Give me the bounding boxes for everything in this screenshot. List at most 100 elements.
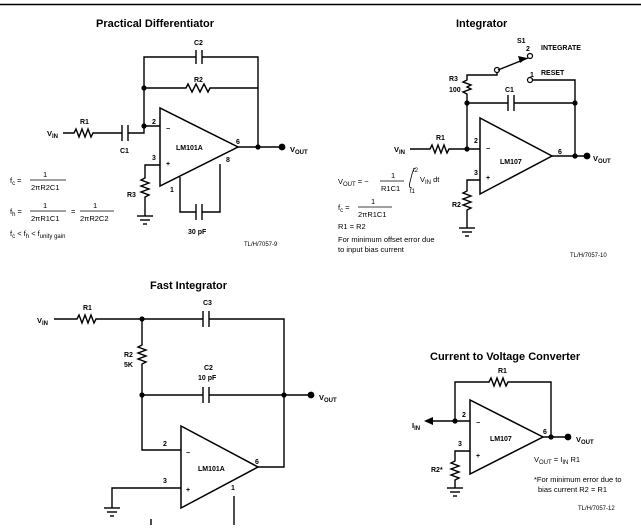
int-eq-vout: VOUT = −	[338, 177, 369, 188]
diff-c2-label: C2	[194, 40, 203, 47]
fast-c2-label: C2	[204, 365, 213, 372]
integrator-title: Integrator	[456, 18, 508, 30]
int-note2: to input bias current	[338, 245, 405, 254]
int-eq-lower: t1	[410, 189, 416, 195]
int-vout-label: VOUT	[593, 154, 611, 165]
int-eq-body: VIN dt	[420, 175, 440, 186]
differentiator-circuit: Practical Differentiator C2 R2 VIN R1 C1…	[10, 18, 308, 248]
iv-eq: VOUT = IIN R1	[534, 455, 580, 466]
diff-eq-fh-num1: 1	[43, 201, 47, 210]
int-ref: TL/H/7057-10	[570, 253, 607, 259]
int-ground	[459, 227, 475, 237]
integrator-circuit: Integrator S1 2 INTEGRATE 1 RESET R3 100…	[338, 18, 611, 259]
diff-output-terminal	[278, 143, 286, 151]
diff-vout-label: VOUT	[290, 145, 308, 156]
diff-r2-label: R2	[194, 77, 203, 84]
int-eq-vout-den: R1C1	[381, 184, 400, 193]
int-pin2: 2	[474, 138, 478, 145]
svg-text:+: +	[166, 161, 170, 168]
int-c1-label: C1	[505, 87, 514, 94]
diff-r3-label: R3	[127, 192, 136, 199]
int-output-terminal	[583, 152, 591, 160]
iv-current-arrow-icon	[424, 417, 433, 425]
iv-converter-circuit: Current to Voltage Converter R1 IIN − + …	[412, 351, 622, 512]
iv-opamp	[469, 398, 545, 476]
svg-text:−: −	[186, 450, 190, 457]
diff-pin8: 8	[226, 157, 230, 164]
diff-vin-label: VIN	[47, 129, 58, 140]
iv-output-terminal	[564, 433, 572, 441]
iv-pin3: 3	[458, 441, 462, 448]
fast-r1-label: R1	[83, 305, 92, 312]
int-opamp	[479, 116, 554, 196]
fast-output-terminal	[307, 391, 315, 399]
fast-c2-value: 10 pF	[198, 375, 217, 382]
svg-text:−: −	[476, 420, 480, 427]
diff-pin3: 3	[152, 155, 156, 162]
int-eq-fc-den: 2πR1C1	[358, 210, 387, 219]
diff-eq-fh: fh =	[10, 207, 23, 218]
int-reset-num: 1	[530, 72, 534, 79]
int-r3-label: R3	[449, 76, 458, 83]
iv-vout-label: VOUT	[576, 435, 594, 446]
iv-r2-label: R2*	[431, 467, 443, 474]
diff-pin2: 2	[152, 119, 156, 126]
fast-opamp-label: LM101A	[198, 466, 225, 473]
differentiator-title: Practical Differentiator	[96, 18, 215, 30]
iv-pin6: 6	[543, 429, 547, 436]
fast-pin6: 6	[255, 459, 259, 466]
diff-ground	[137, 215, 153, 225]
iv-converter-title: Current to Voltage Converter	[430, 351, 581, 363]
diff-pin6: 6	[236, 139, 240, 146]
fast-pin1: 1	[231, 485, 235, 492]
diff-eq-fh-den1: 2πR1C1	[31, 214, 60, 223]
int-eq-r: R1 = R2	[338, 222, 366, 231]
svg-text:−: −	[486, 146, 490, 153]
int-pin3: 3	[474, 170, 478, 177]
diff-eq-fc: fc =	[10, 176, 22, 187]
iv-note1: *For minimum error due to	[534, 475, 622, 484]
int-reset-label: RESET	[541, 70, 565, 77]
iv-ground	[447, 487, 463, 497]
diff-eq-fh-num2: 1	[93, 201, 97, 210]
int-r2-label: R2	[452, 202, 461, 209]
svg-text:+: +	[486, 175, 490, 182]
int-r3-value: 100	[449, 87, 461, 94]
diff-eq-cond: fc < fh < funity gain	[10, 229, 65, 240]
fast-integrator-title: Fast Integrator	[150, 280, 228, 292]
diff-cap30-label: 30 pF	[188, 229, 207, 236]
int-opamp-label: LM107	[500, 159, 522, 166]
int-pin6: 6	[558, 149, 562, 156]
iv-opamp-label: LM107	[490, 436, 512, 443]
int-vin-label: VIN	[394, 145, 405, 156]
fast-r2-value: 5K	[124, 362, 133, 369]
fast-c3-label: C3	[203, 300, 212, 307]
diff-opamp-label: LM101A	[176, 145, 203, 152]
iv-pin2: 2	[462, 412, 466, 419]
diff-pin1: 1	[170, 187, 174, 194]
iv-iin-label: IIN	[412, 421, 420, 432]
fast-pin2: 2	[163, 441, 167, 448]
diff-eq-fc-num: 1	[43, 170, 47, 179]
svg-text:+: +	[186, 487, 190, 494]
fast-ground	[104, 507, 120, 517]
svg-text:−: −	[166, 126, 170, 133]
int-eq-fc-num: 1	[371, 197, 375, 206]
int-r1-label: R1	[436, 135, 445, 142]
diff-ref: TL/H/7057-9	[244, 242, 278, 248]
diff-eq-fh-den2: 2πR2C2	[80, 214, 109, 223]
fast-vout-label: VOUT	[319, 393, 337, 404]
int-s1-label: S1	[517, 38, 526, 45]
int-eq-fc: fc =	[338, 203, 350, 214]
diff-opamp	[159, 106, 240, 188]
diff-r1-label: R1	[80, 119, 89, 126]
iv-ref: TL/H/7057-12	[578, 506, 615, 512]
int-eq-upper: t2	[413, 168, 419, 174]
int-note1: For minimum offset error due	[338, 235, 435, 244]
fast-integrator-circuit: Fast Integrator VIN R1 C3 R2 5K C2 10 pF…	[37, 280, 337, 525]
diff-c1-label: C1	[120, 148, 129, 155]
svg-text:+: +	[476, 453, 480, 460]
int-integrate-label: INTEGRATE	[541, 45, 581, 52]
iv-r1-label: R1	[498, 368, 507, 375]
